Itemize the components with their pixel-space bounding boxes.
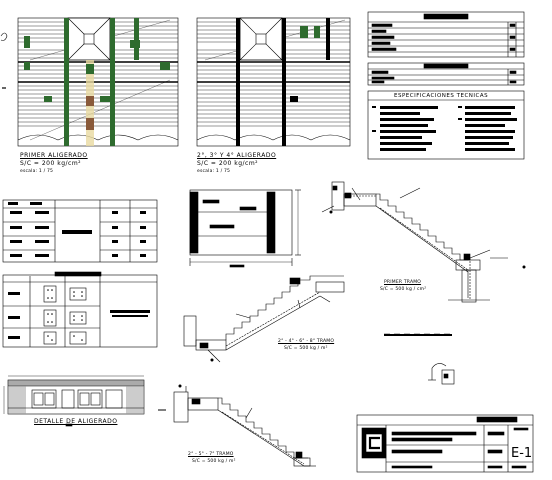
first-plan-title: PRIMER ALIGERADO (20, 152, 88, 159)
stair-low-load: S/C = 500 kg / m² (192, 459, 236, 464)
general-notes-table (367, 11, 525, 58)
stair-opening-plan (189, 189, 301, 268)
column-schedule-table (2, 271, 158, 348)
title-block (356, 414, 534, 473)
first-plan-scale: escala: 1 / 75 (20, 169, 54, 174)
sheet-code: E-1 (511, 446, 533, 461)
stair-section-first (321, 181, 526, 303)
slab-detail-title: DETALLE DE ALIGERADO (34, 418, 118, 425)
stair-mid-load: S/C = 500 kg / m² (284, 346, 328, 351)
beam-schedule-table (2, 199, 158, 263)
small-detail (428, 363, 455, 385)
specs-title: ESPECIFICACIONES TECNICAS (394, 93, 489, 99)
upper-plan-load: S/C = 200 kg/cm² (197, 160, 259, 167)
specs-table (367, 90, 525, 160)
stair-section-mid (183, 275, 345, 363)
stair-section-low (173, 384, 316, 467)
plan-first-floor (17, 17, 179, 147)
plan-upper-floors (196, 17, 351, 147)
upper-plan-scale: escala: 1 / 75 (197, 169, 231, 174)
stair-first-title: PRIMER TRAMO (384, 280, 422, 285)
upper-plan-title: 2°, 3° Y 4° ALIGERADO (197, 152, 277, 159)
slab-detail (3, 375, 145, 427)
first-plan-load: S/C = 200 kg/cm² (20, 160, 82, 167)
materials-table (367, 62, 525, 86)
stair-mid-title: 2° - 4° - 6° - 8° TRAMO (278, 339, 335, 344)
stair-first-load: S/C = 500 kg / cm² (380, 287, 427, 292)
stair-low-title: 2° - 5° - 7° TRAMO (188, 452, 234, 457)
